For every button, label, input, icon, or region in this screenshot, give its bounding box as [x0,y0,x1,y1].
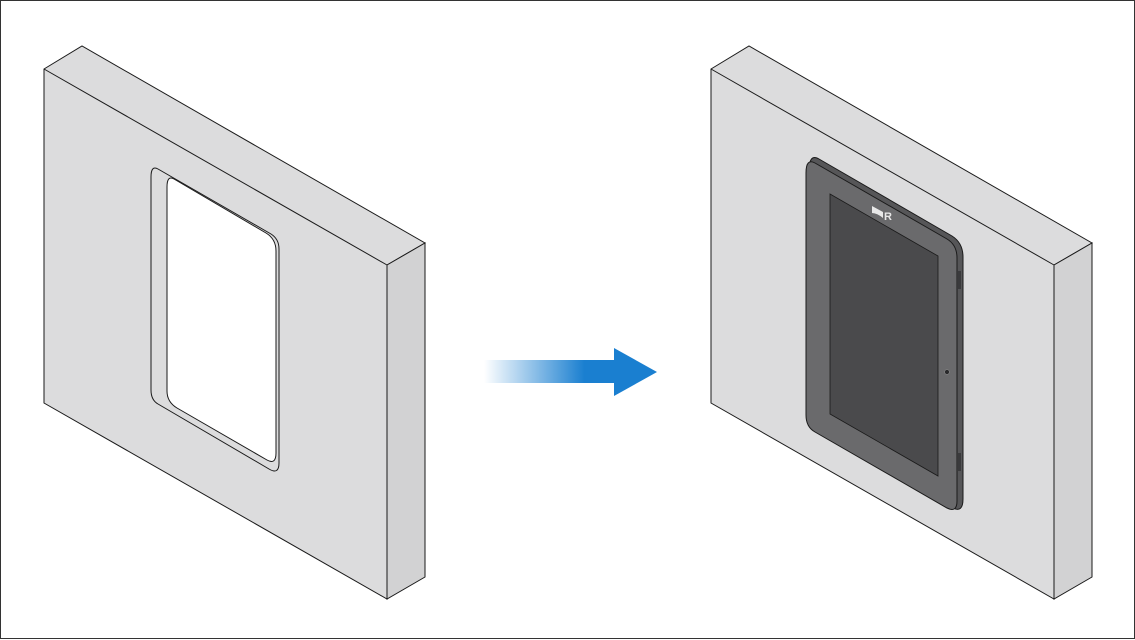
left-panel-side [386,242,426,600]
raymarine-logo: R [872,206,892,223]
left-panel-top-edge [43,68,388,266]
raymarine-wave-icon [872,206,883,218]
panel-with-cutout [43,45,427,600]
display-sensor-dot [944,369,950,375]
logo-glyph: R [884,211,892,223]
right-panel-side [1053,242,1093,600]
arrow-head [614,348,657,396]
display-screen [829,193,939,477]
left-cutout-opening [166,177,277,462]
display-side-button-top [958,271,961,289]
right-panel-top-edge [710,68,1055,266]
transition-arrow [484,348,657,396]
multifunction-display: R [805,157,964,510]
display-side-button-bottom [958,453,961,471]
panel-with-display: R [710,45,1094,600]
arrow-shaft [484,360,618,383]
